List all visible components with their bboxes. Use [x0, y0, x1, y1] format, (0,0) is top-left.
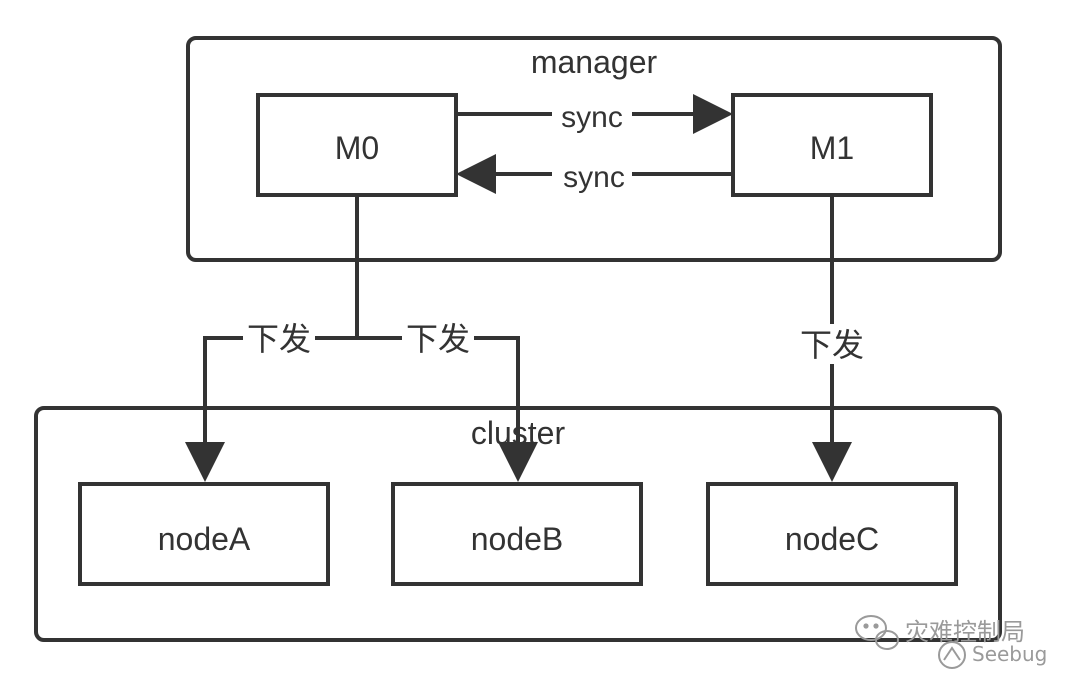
- edge-sync-back-label: sync: [563, 161, 625, 194]
- node-b: nodeB: [391, 482, 643, 586]
- node-a-label: nodeA: [158, 521, 251, 557]
- node-b-label: nodeB: [471, 521, 564, 557]
- watermark-title: 灾难控制局: [905, 618, 1025, 646]
- manager-group-label: manager: [531, 44, 658, 80]
- edge-dispatch-b-label: 下发: [406, 321, 470, 357]
- edge-sync-m1-to-m0: sync: [456, 154, 733, 194]
- edge-dispatch-m0-to-node-b: 下发: [357, 320, 538, 482]
- edge-sync-m0-to-m1: sync: [456, 94, 733, 134]
- node-m0-label: M0: [335, 130, 379, 166]
- watermark-brand: Seebug: [972, 642, 1047, 666]
- edge-dispatch-c-label: 下发: [800, 327, 864, 363]
- edge-dispatch-m0-to-node-a: 下发: [185, 320, 357, 482]
- watermark: 灾难控制局 Seebug: [855, 615, 1047, 669]
- node-m1-label: M1: [810, 130, 854, 166]
- edge-dispatch-m1-to-node-c: 下发: [796, 195, 868, 482]
- edge-sync-forward-label: sync: [561, 101, 623, 134]
- node-m1: M1: [731, 93, 933, 197]
- node-c-label: nodeC: [785, 521, 879, 557]
- manager-group: manager: [186, 36, 1002, 262]
- node-a: nodeA: [78, 482, 330, 586]
- wechat-icon: [855, 615, 899, 650]
- node-c: nodeC: [706, 482, 958, 586]
- node-m0: M0: [256, 93, 458, 197]
- edge-dispatch-a-label: 下发: [247, 321, 311, 357]
- seebug-icon: [938, 641, 966, 669]
